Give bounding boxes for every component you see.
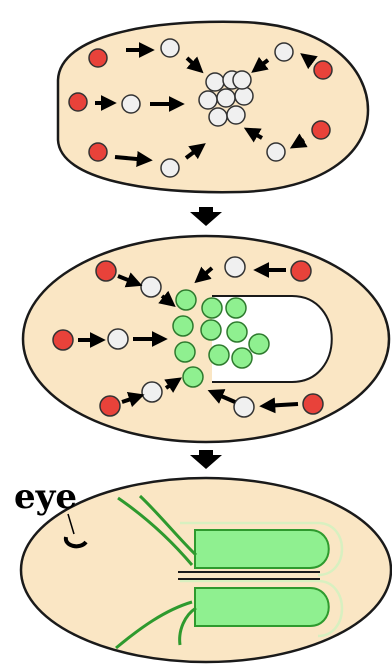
upper-green-lobe xyxy=(194,529,330,569)
upper-green-strand xyxy=(117,494,198,566)
lower-green-lobe xyxy=(194,587,330,627)
lower-green-lobe-outline xyxy=(180,579,344,638)
white-cell xyxy=(121,94,141,114)
red-cell xyxy=(95,260,117,282)
white-cell xyxy=(140,276,162,298)
red-cell xyxy=(99,395,121,417)
stage-1-embryo xyxy=(56,20,370,194)
transition-arrow-1 xyxy=(190,207,222,226)
eye-pointer xyxy=(67,513,75,535)
stage-1-arrows xyxy=(95,42,318,167)
red-cell xyxy=(68,92,88,112)
red-cell xyxy=(313,60,333,80)
red-cell xyxy=(88,142,108,162)
white-cell xyxy=(141,381,163,403)
stage-3-embryo xyxy=(19,476,392,664)
red-cell xyxy=(302,393,324,415)
stage-2-embryo xyxy=(21,234,391,444)
white-cell xyxy=(107,328,129,350)
lower-green-strand xyxy=(115,600,197,650)
white-cell xyxy=(224,256,246,278)
white-cell xyxy=(233,396,255,418)
white-cell-cluster xyxy=(198,70,254,127)
red-cell xyxy=(88,48,108,68)
white-cell xyxy=(160,158,180,178)
white-cell xyxy=(160,38,180,58)
red-cell xyxy=(290,260,312,282)
upper-green-lobe-outline xyxy=(180,521,344,577)
eye-label: eye xyxy=(14,477,77,517)
stage-2-arrows xyxy=(78,262,299,414)
white-cell xyxy=(274,42,294,62)
transition-arrow-2 xyxy=(190,450,222,469)
white-cell xyxy=(266,142,286,162)
eye-shape xyxy=(63,536,88,549)
red-cell xyxy=(52,329,74,351)
red-cell xyxy=(311,120,331,140)
green-cell-cluster xyxy=(172,289,270,388)
